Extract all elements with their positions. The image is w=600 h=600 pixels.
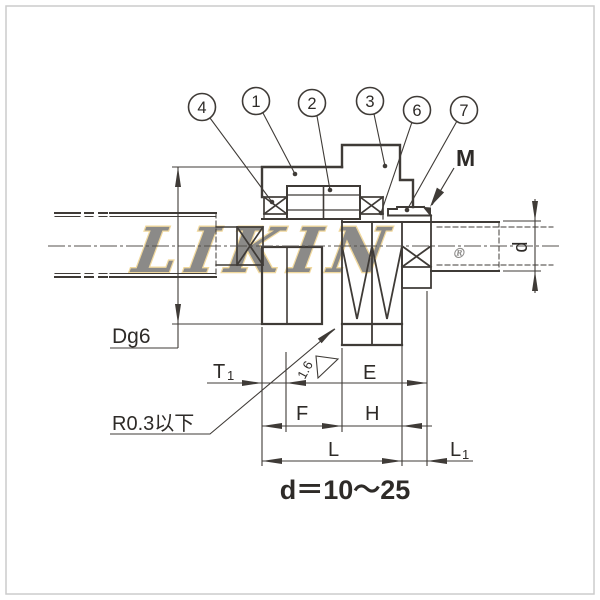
label-shaft-diameter-d: d	[510, 241, 532, 252]
callout-2: 2	[307, 95, 316, 113]
label-pilot-diameter-dg6: Dg6	[112, 325, 151, 348]
svg-text:1: 1	[227, 368, 234, 383]
callout-6: 6	[412, 102, 421, 120]
label-roughness-1-6: 1.6	[294, 358, 316, 381]
m-leader-line	[431, 167, 455, 206]
label-h: H	[365, 403, 379, 425]
callout-3: 3	[365, 93, 374, 111]
label-radius-note: R0.3以下	[112, 413, 194, 435]
callout-1: 1	[251, 93, 260, 111]
page-border	[5, 5, 595, 595]
label-f: F	[296, 403, 308, 425]
svg-text:1: 1	[462, 447, 469, 462]
watermark-text: LIKIN	[126, 213, 403, 286]
watermark: LIKIN ®	[125, 212, 468, 288]
size-range-text: d＝10～25	[280, 475, 411, 505]
svg-text:L: L	[450, 439, 461, 461]
label-l1: L 1	[450, 439, 469, 462]
svg-text:T: T	[213, 361, 225, 383]
callout-balloons	[187, 86, 479, 216]
callout-7: 7	[459, 102, 468, 120]
label-l: L	[328, 439, 339, 461]
locknut-chamfer	[424, 207, 431, 216]
label-thread-m: M	[456, 145, 475, 171]
watermark-registered-icon: ®	[451, 246, 468, 262]
housing-outline	[54, 143, 554, 347]
label-t1: T 1	[213, 361, 234, 383]
callout-4: 4	[197, 99, 206, 117]
callout-numbers: 4 1 2 3 6 7	[197, 93, 468, 120]
label-e: E	[363, 362, 376, 384]
